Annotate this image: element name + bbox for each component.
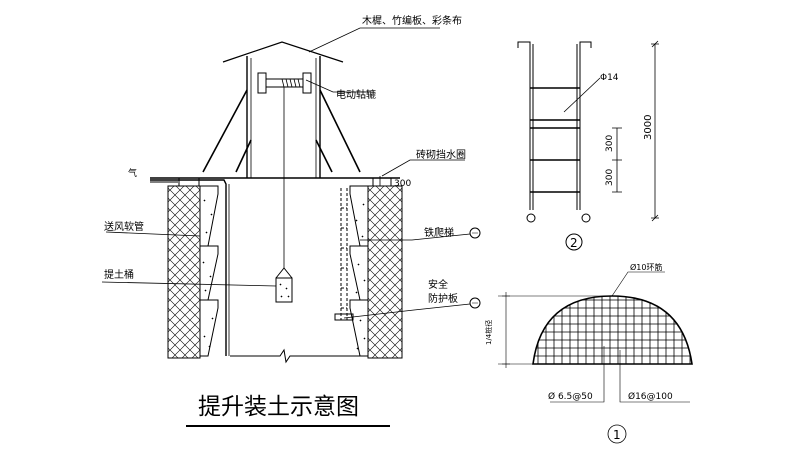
label-safety-2: 防护板: [428, 292, 458, 305]
lining-right: [349, 185, 369, 357]
label-air-hose: 送风软管: [104, 220, 144, 233]
cover-badge: 1: [613, 428, 621, 442]
cover-labels: Ø10环筋 Ø 6.5@50 Ø16@100 1/4桩径 1: [484, 262, 673, 442]
label-steel-ladder: 铁爬梯: [424, 226, 454, 239]
ladder-bar-label: Φ14: [600, 73, 619, 83]
label-collar-dim: 300: [394, 179, 411, 189]
label-safety-1: 安全: [428, 278, 448, 291]
badge-circle-2: [565, 233, 583, 251]
ladder-dim-a: 300: [605, 135, 615, 152]
diagram-title: 提升装土示意图: [198, 394, 359, 420]
label-bucket: 提土桶: [104, 268, 134, 281]
soil-left: [167, 185, 201, 359]
brick-collar: [150, 177, 400, 187]
braces: [202, 89, 361, 173]
soil-bucket: [275, 267, 293, 303]
cover-detail: [498, 271, 693, 444]
detail-marker-3: [469, 227, 481, 239]
ladder-detail: [517, 40, 659, 251]
label-brick-ring: 砖砌挡水圈: [416, 148, 466, 161]
electric-winch: [257, 72, 312, 268]
cover-mesh: [533, 296, 692, 364]
roof: [222, 41, 344, 178]
ladder-labels: Φ14 2 3000 300 300: [570, 73, 654, 250]
main-labels: 木樨、竹编板、彩条布 电动轱辘 砖砌挡水圈 300 气 送风软管 铁爬梯 提土桶…: [104, 14, 466, 305]
lining-left: [199, 185, 219, 357]
ladder-dim-total: 3000: [643, 115, 654, 140]
ladder-badge: 2: [570, 236, 578, 250]
badge-circle-1: [607, 424, 627, 444]
main-section: [101, 27, 481, 364]
label-roof: 木樨、竹编板、彩条布: [362, 14, 462, 27]
cover-rib-label: Ø16@100: [628, 391, 673, 402]
detail-marker-4: [469, 297, 481, 309]
leader-lines: [101, 27, 471, 319]
cover-ring-label: Ø10环筋: [630, 262, 662, 272]
air-hose: [150, 179, 227, 356]
soil-right: [367, 185, 403, 359]
steel-ladder-section: [340, 188, 348, 320]
cover-mesh-label: Ø 6.5@50: [548, 391, 593, 402]
cover-height-label: 1/4桩径: [484, 320, 493, 345]
cover-outline: [532, 295, 693, 365]
break-line: [230, 348, 368, 364]
label-air: 气: [128, 167, 137, 179]
label-winch: 电动轱辘: [336, 88, 376, 101]
ladder-dim-b: 300: [605, 169, 615, 186]
